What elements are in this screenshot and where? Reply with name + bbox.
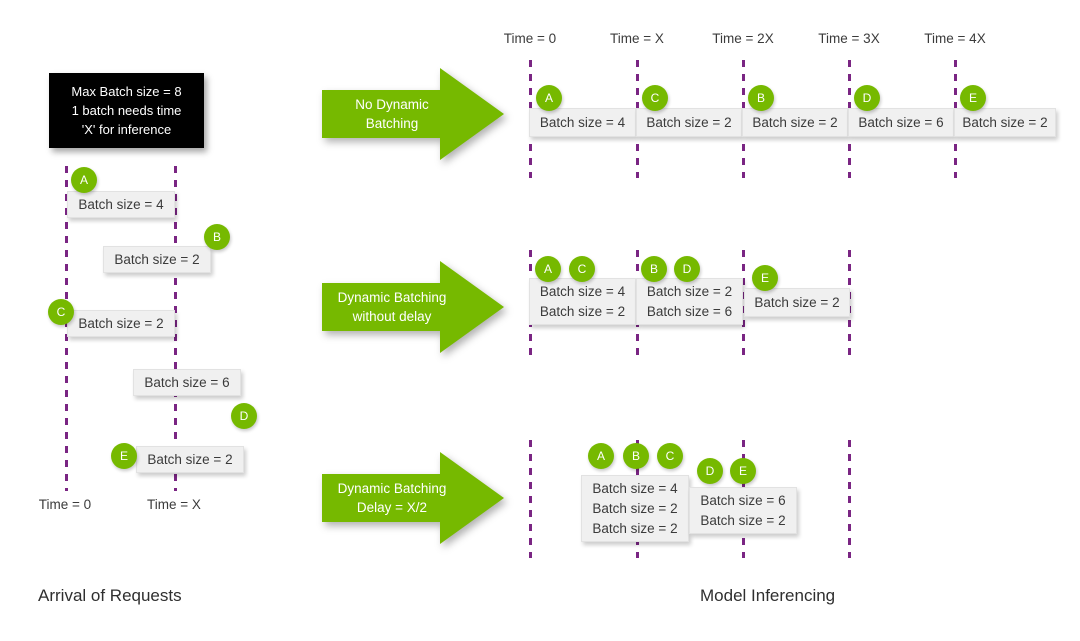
row1-batch-box-e: Batch size = 2 bbox=[954, 108, 1056, 137]
arrow-shape-icon bbox=[322, 261, 504, 353]
left-request-label-d: Batch size = 6 bbox=[144, 374, 230, 390]
row1-badge-b: B bbox=[748, 85, 774, 111]
row2-badge-d: D bbox=[674, 256, 700, 282]
row2-badge-e: E bbox=[752, 265, 778, 291]
arrow-shape-icon bbox=[322, 452, 504, 544]
row1-batch-box-c: Batch size = 2 bbox=[636, 108, 742, 137]
left-request-badge-a-label: A bbox=[79, 173, 88, 187]
row2-batch-label-ac-1: Batch size = 4 bbox=[539, 283, 626, 299]
left-request-badge-e-label: E bbox=[119, 449, 128, 463]
left-timeline-line-time-0 bbox=[65, 166, 68, 491]
arrow-dynamic-batching-without-delay-text: Dynamic Batching without delay bbox=[337, 290, 447, 324]
right-time-label-4x: Time = 4X bbox=[924, 31, 986, 46]
row2-batch-label-bd-1: Batch size = 2 bbox=[646, 283, 733, 299]
row3-batch-box-abc: Batch size = 4 Batch size = 2 Batch size… bbox=[581, 475, 689, 542]
arrow-no-dynamic-batching-text: No Dynamic Batching bbox=[355, 97, 429, 131]
row1-badge-a: A bbox=[536, 85, 562, 111]
row2-batch-box-ac: Batch size = 4 Batch size = 2 bbox=[529, 278, 636, 325]
note-line-3: 'X' for inference bbox=[81, 122, 172, 137]
left-request-label-a: Batch size = 4 bbox=[78, 196, 164, 212]
left-request-badge-e: E bbox=[111, 443, 137, 469]
row2-batch-label-e: Batch size = 2 bbox=[754, 294, 840, 310]
row3-badge-e: E bbox=[730, 458, 756, 484]
right-panel-caption: Model Inferencing bbox=[700, 586, 836, 605]
left-request-box-c: Batch size = 2 bbox=[67, 310, 175, 337]
left-request-badge-b: B bbox=[204, 224, 230, 250]
row3-batch-label-abc-2: Batch size = 2 bbox=[592, 500, 678, 516]
left-request-box-e: Batch size = 2 bbox=[136, 446, 244, 473]
row1-batch-label-a: Batch size = 4 bbox=[539, 114, 626, 130]
left-request-label-c: Batch size = 2 bbox=[78, 315, 164, 331]
row3-batch-label-abc-3: Batch size = 2 bbox=[592, 520, 678, 536]
row3-batch-label-abc-1: Batch size = 4 bbox=[592, 480, 678, 496]
row1-batch-label-e: Batch size = 2 bbox=[962, 114, 1048, 130]
left-request-badge-d: D bbox=[231, 403, 257, 429]
arrow-dynamic-batching-delay: Dynamic Batching Delay = X/2 bbox=[322, 452, 504, 544]
row1-badge-d: D bbox=[854, 85, 880, 111]
row1-batch-box-d: Batch size = 6 bbox=[848, 108, 954, 137]
arrow-dynamic-batching-without-delay: Dynamic Batching without delay bbox=[322, 261, 504, 353]
row3-line-0 bbox=[529, 440, 532, 558]
note-line-1: Max Batch size = 8 bbox=[71, 84, 182, 99]
right-time-label-2x: Time = 2X bbox=[712, 31, 774, 46]
row3-batch-box-de: Batch size = 6 Batch size = 2 bbox=[689, 487, 797, 534]
row1-badge-e: E bbox=[960, 85, 986, 111]
row1-batch-box-b: Batch size = 2 bbox=[742, 108, 848, 137]
row1-batch-label-b: Batch size = 2 bbox=[752, 114, 838, 130]
row3-badge-d: D bbox=[697, 458, 723, 484]
row1-badge-c: C bbox=[642, 85, 668, 111]
max-batch-size-note: Max Batch size = 8 1 batch needs time 'X… bbox=[49, 73, 204, 148]
left-timeline-line-time-x bbox=[174, 166, 177, 491]
row2-batch-box-e: Batch size = 2 bbox=[744, 288, 850, 317]
row1-batch-box-a: Batch size = 4 bbox=[529, 108, 636, 137]
row2-batch-box-bd: Batch size = 2 Batch size = 6 bbox=[636, 278, 743, 325]
note-line-2: 1 batch needs time bbox=[71, 103, 182, 118]
row3-badge-a: A bbox=[588, 443, 614, 469]
left-request-badge-a: A bbox=[71, 167, 97, 193]
right-time-label-x: Time = X bbox=[610, 31, 664, 46]
row3-batch-label-de-1: Batch size = 6 bbox=[700, 492, 786, 508]
row1-batch-label-d: Batch size = 6 bbox=[858, 114, 944, 130]
left-time-label-0: Time = 0 bbox=[38, 497, 92, 512]
left-request-badge-c: C bbox=[48, 299, 74, 325]
left-request-badge-b-label: B bbox=[212, 230, 221, 244]
row1-batch-label-c: Batch size = 2 bbox=[646, 114, 732, 130]
row2-batch-label-bd-2: Batch size = 6 bbox=[646, 303, 733, 319]
left-request-box-b: Batch size = 2 bbox=[103, 246, 211, 273]
row3-badge-b: B bbox=[623, 443, 649, 469]
row2-badge-c: C bbox=[569, 256, 595, 282]
left-request-badge-c-label: C bbox=[56, 305, 66, 319]
row3-badge-c: C bbox=[657, 443, 683, 469]
right-time-label-3x: Time = 3X bbox=[818, 31, 880, 46]
row3-line-3x bbox=[848, 440, 851, 558]
left-request-badge-d-label: D bbox=[239, 409, 249, 423]
left-panel-caption: Arrival of Requests bbox=[38, 586, 182, 605]
left-request-label-b: Batch size = 2 bbox=[114, 251, 200, 267]
arrow-shape-icon bbox=[322, 68, 504, 160]
left-request-box-d: Batch size = 6 bbox=[133, 369, 241, 396]
arrow-dynamic-batching-delay-text: Dynamic Batching Delay = X/2 bbox=[337, 481, 447, 515]
row2-badge-a: A bbox=[535, 256, 561, 282]
left-request-label-e: Batch size = 2 bbox=[147, 451, 233, 467]
left-request-box-a: Batch size = 4 bbox=[67, 191, 175, 218]
row3-batch-label-de-2: Batch size = 2 bbox=[700, 512, 786, 528]
row2-batch-label-ac-2: Batch size = 2 bbox=[539, 303, 626, 319]
row2-badge-b: B bbox=[641, 256, 667, 282]
arrow-no-dynamic-batching: No Dynamic Batching bbox=[322, 68, 504, 160]
right-time-label-0: Time = 0 bbox=[503, 31, 557, 46]
left-time-label-x: Time = X bbox=[147, 497, 201, 512]
row2-line-2x bbox=[742, 250, 745, 355]
